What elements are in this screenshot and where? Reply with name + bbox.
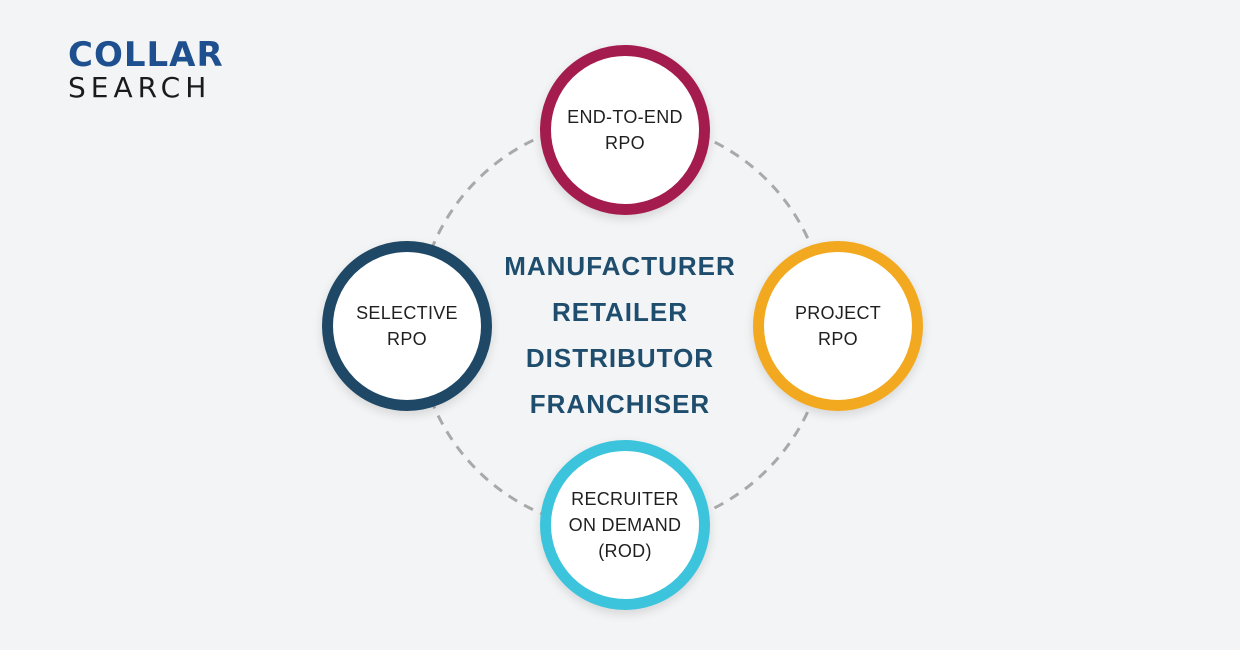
node-label: SELECTIVE RPO	[356, 300, 458, 352]
node-end-to-end-rpo: END-TO-END RPO	[540, 45, 710, 215]
logo-word-search: SEARCH	[68, 71, 212, 104]
node-recruiter-on-demand: RECRUITER ON DEMAND (ROD)	[540, 440, 710, 610]
node-line: END-TO-END	[567, 107, 683, 127]
center-line-retailer: RETAILER	[551, 297, 689, 327]
node-line: PROJECT	[794, 303, 882, 323]
node-selective-rpo: SELECTIVE RPO	[322, 241, 492, 411]
node-label: END-TO-END RPO	[567, 104, 683, 156]
center-line-franchiser: FRANCHISER	[529, 389, 711, 419]
logo-word-collar: COLLAR	[68, 35, 224, 75]
center-line-distributor: DISTRIBUTOR	[525, 343, 715, 373]
node-line: RPO	[387, 329, 427, 349]
node-line: ON DEMAND	[568, 515, 682, 535]
node-label: RECRUITER ON DEMAND (ROD)	[569, 486, 682, 564]
node-line: (ROD)	[598, 541, 652, 561]
center-categories: MANUFACTURER RETAILER DISTRIBUTOR FRANCH…	[470, 243, 770, 427]
node-label: PROJECT RPO	[795, 300, 881, 352]
node-line: RPO	[605, 133, 645, 153]
collar-search-logo: COLLAR SEARCH	[68, 38, 224, 102]
center-line-manufacturer: MANUFACTURER	[504, 251, 736, 281]
node-line: SELECTIVE	[356, 303, 458, 323]
node-line: RECRUITER	[571, 489, 679, 509]
node-line: RPO	[818, 329, 858, 349]
node-project-rpo: PROJECT RPO	[753, 241, 923, 411]
